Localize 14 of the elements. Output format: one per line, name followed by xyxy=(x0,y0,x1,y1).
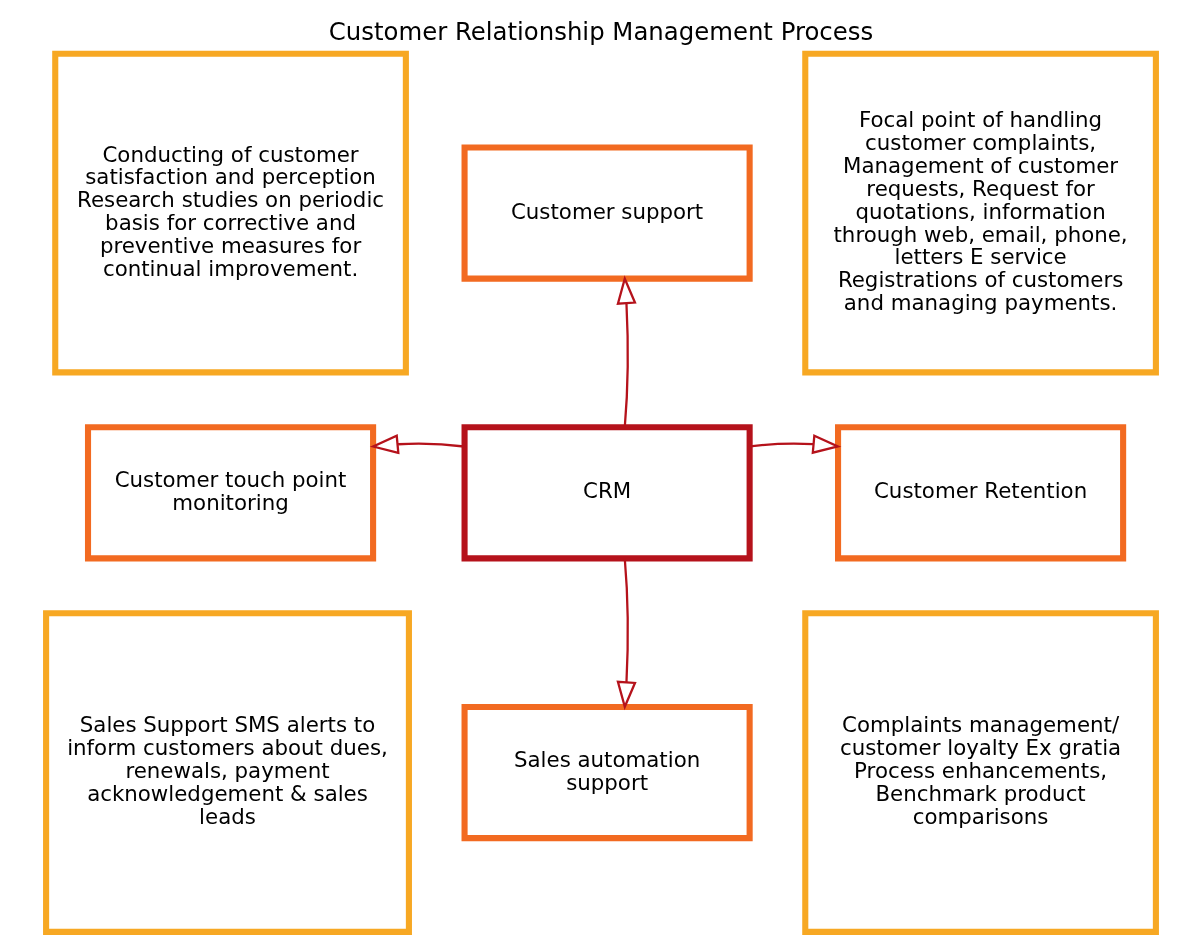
node-box: Customer support xyxy=(461,144,753,282)
node-box: Focal point of handling customer complaints, Management of customer requests, Request for quotations, information through web, email, phone, letters E service Registrations of customers and managing payments. xyxy=(802,50,1159,376)
arrow xyxy=(616,275,637,428)
node-box: Sales automation support xyxy=(461,703,753,842)
node-box: Customer touch point monitoring xyxy=(84,424,377,562)
arrow xyxy=(369,434,465,455)
node-box: CRM xyxy=(461,424,753,562)
node-box: Sales Support SMS alerts to inform customers about dues, renewals, payment acknowledgement & sales leads xyxy=(43,610,412,935)
node-box: Complaints management/ customer loyalty Ex gratia Process enhancements, Benchmark product comparisons xyxy=(802,610,1159,935)
node-box: Customer Retention xyxy=(835,424,1127,562)
diagram-title: Customer Relationship Management Process xyxy=(328,16,874,46)
arrow xyxy=(616,558,637,711)
arrow xyxy=(749,434,842,455)
node-box: Conducting of customer satisfaction and perception Research studies on periodic basis for corrective and preventive measures for continual improvement. xyxy=(52,50,409,376)
